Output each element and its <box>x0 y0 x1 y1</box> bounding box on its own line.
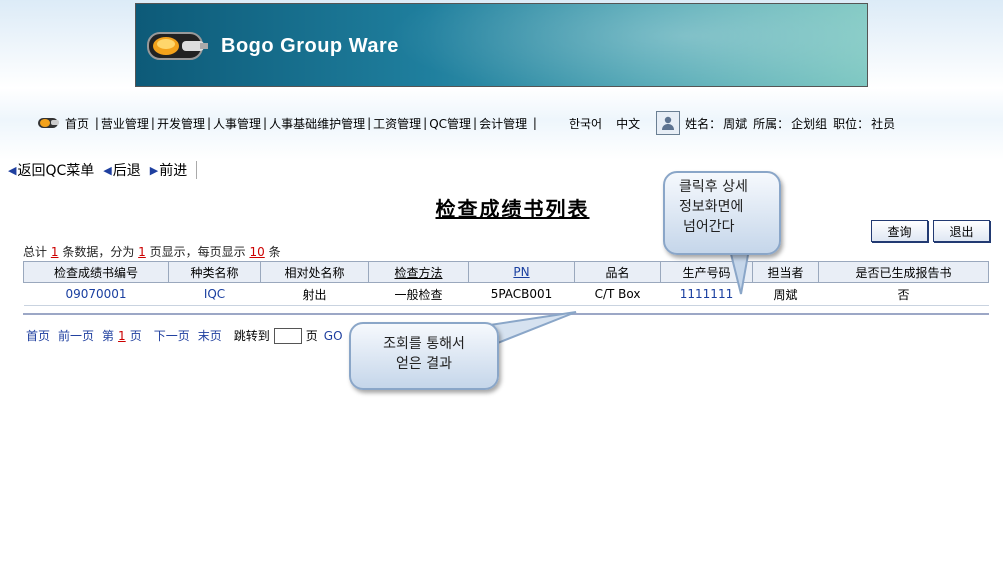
col-header-report-generated[interactable]: 是否已生成报告书 <box>818 261 989 283</box>
summary-text: 页显示，每页显示 <box>149 245 246 259</box>
nav-separator: | <box>423 116 428 130</box>
page-title: 检查成绩书列表 <box>0 193 1003 222</box>
arrow-left-icon: ◀ <box>103 163 112 177</box>
nav-separator: | <box>263 116 268 130</box>
user-name-label: 姓名： <box>685 116 722 131</box>
table-bottom-divider <box>23 313 989 315</box>
callout-detail-line2: 정보화면에 <box>679 199 744 215</box>
back-button[interactable]: ◀ 后退 <box>103 160 140 180</box>
lang-korean-link[interactable]: 한국어 <box>568 116 603 131</box>
cell-method: 一般检查 <box>368 282 469 306</box>
pager-jump-suffix: 页 <box>305 329 318 343</box>
user-name-value: 周斌 <box>723 116 748 131</box>
user-dept-value: 企划组 <box>791 116 828 131</box>
toolbar-divider <box>196 161 198 179</box>
nav-separator: | <box>529 116 537 130</box>
cell-assignee: 周斌 <box>752 282 819 306</box>
summary-text: 条数据，分为 <box>62 245 135 259</box>
summary-text: 总计 <box>23 245 48 259</box>
back-to-qc-menu-button[interactable]: ◀ 返回QC菜单 <box>8 160 94 180</box>
nav-item-development[interactable]: 开发管理 <box>156 116 205 131</box>
summary-text: 条 <box>268 245 281 259</box>
banner-decoration <box>336 4 867 86</box>
pager-go-button[interactable]: GO <box>323 328 343 343</box>
col-header-product-name[interactable]: 品名 <box>574 261 661 283</box>
col-header-report-no[interactable]: 检查成绩书编号 <box>23 261 169 283</box>
cell-type: IQC <box>168 282 261 306</box>
query-button[interactable]: 查询 <box>871 220 928 242</box>
col-header-method[interactable]: 检查方法 <box>368 261 469 283</box>
nav-item-hr-basic[interactable]: 人事基础维护管理 <box>269 116 366 131</box>
nav-item-qc[interactable]: QC管理 <box>429 116 472 131</box>
summary-pages: 1 <box>138 245 146 259</box>
nav-item-accounting[interactable]: 会计管理 <box>479 116 528 131</box>
main-nav: 首页 | 营业管理 | 开发管理 | 人事管理 | 人事基础维护管理 | 工资管… <box>37 111 896 135</box>
goggles-logo-icon <box>147 32 208 60</box>
callout-detail-note: 클릭후 상세 정보화면에 넘어간다 <box>663 171 781 255</box>
nav-separator: | <box>473 116 478 130</box>
pager-page-suffix: 页 <box>129 329 142 343</box>
nav-separator: | <box>206 116 211 130</box>
nav-item-hr[interactable]: 人事管理 <box>213 116 262 131</box>
nav-separator: | <box>91 116 99 130</box>
back-to-qc-menu-label: 返回QC菜单 <box>17 163 95 179</box>
callout-result-line1: 조회를 통해서 <box>383 336 465 352</box>
cell-production-no: 1111111 <box>660 282 753 306</box>
arrow-left-icon: ◀ <box>8 163 17 177</box>
inspection-report-table: 检查成绩书编号 种类名称 相对处名称 检查方法 PN 品名 生产号码 担当者 是… <box>23 261 989 306</box>
banner-title: Bogo Group Ware <box>221 35 399 57</box>
page-toolbar: ◀ 返回QC菜单 ◀ 后退 ▶ 前进 <box>8 160 198 180</box>
forward-label: 前进 <box>159 163 188 179</box>
table-header-row: 检查成绩书编号 种类名称 相对处名称 检查方法 PN 品名 生产号码 担当者 是… <box>23 261 989 283</box>
col-header-assignee[interactable]: 担当者 <box>752 261 819 283</box>
col-header-counterpart[interactable]: 相对处名称 <box>260 261 369 283</box>
nav-item-sales[interactable]: 营业管理 <box>100 116 149 131</box>
nav-separator: | <box>367 116 372 130</box>
summary-per-page: 10 <box>249 245 265 259</box>
pager-prev-link[interactable]: 前一页 <box>58 329 95 343</box>
pager-jump-input[interactable] <box>273 327 302 344</box>
nav-separator: | <box>150 116 155 130</box>
nav-item-home[interactable]: 首页 <box>65 116 90 131</box>
user-profile-icon <box>656 111 681 135</box>
goggles-home-icon[interactable] <box>37 114 61 132</box>
page-title-text: 检查成绩书列表 <box>435 197 590 221</box>
col-header-pn[interactable]: PN <box>468 261 575 283</box>
forward-button[interactable]: ▶ 前进 <box>150 160 187 180</box>
nav-item-payroll[interactable]: 工资管理 <box>373 116 422 131</box>
cell-counterpart: 射出 <box>260 282 369 306</box>
user-role-label: 职位： <box>833 116 870 131</box>
pager-page-prefix: 第 <box>102 329 115 343</box>
col-header-production-no[interactable]: 生产号码 <box>660 261 753 283</box>
callout-result-note: 조회를 통해서 얻은 결과 <box>349 322 499 390</box>
arrow-right-icon: ▶ <box>149 163 159 177</box>
back-label: 后退 <box>112 163 141 179</box>
user-dept-label: 所属： <box>753 116 790 131</box>
pagination: 首页 前一页 第 1 页 下一页 末页 跳转到 页 GO <box>26 327 351 344</box>
banner: Bogo Group Ware <box>135 3 868 87</box>
user-role-value: 社员 <box>871 116 896 131</box>
pager-jump-label: 跳转到 <box>233 329 270 343</box>
pager-first-link[interactable]: 首页 <box>26 329 51 343</box>
table-row[interactable]: 09070001 IQC 射出 一般检查 5PACB001 C/T Box 11… <box>23 282 989 306</box>
cell-product-name: C/T Box <box>574 282 661 306</box>
col-header-type[interactable]: 种类名称 <box>168 261 261 283</box>
result-summary: 总计 1 条数据，分为 1 页显示，每页显示 10 条 <box>23 243 281 260</box>
summary-total: 1 <box>50 245 59 259</box>
callout-detail-line3: 넘어간다 <box>683 219 735 235</box>
callout-result-line2: 얻은 결과 <box>396 356 452 372</box>
exit-button[interactable]: 退出 <box>933 220 990 242</box>
pager-next-link[interactable]: 下一页 <box>153 329 190 343</box>
cell-report-generated: 否 <box>818 282 989 306</box>
pager-last-link[interactable]: 末页 <box>197 329 222 343</box>
pager-current-page: 1 <box>118 328 126 343</box>
cell-pn: 5PACB001 <box>468 282 575 306</box>
lang-chinese-link[interactable]: 中文 <box>616 116 641 131</box>
callout-detail-line1: 클릭후 상세 <box>679 179 748 195</box>
cell-report-no[interactable]: 09070001 <box>23 282 169 306</box>
